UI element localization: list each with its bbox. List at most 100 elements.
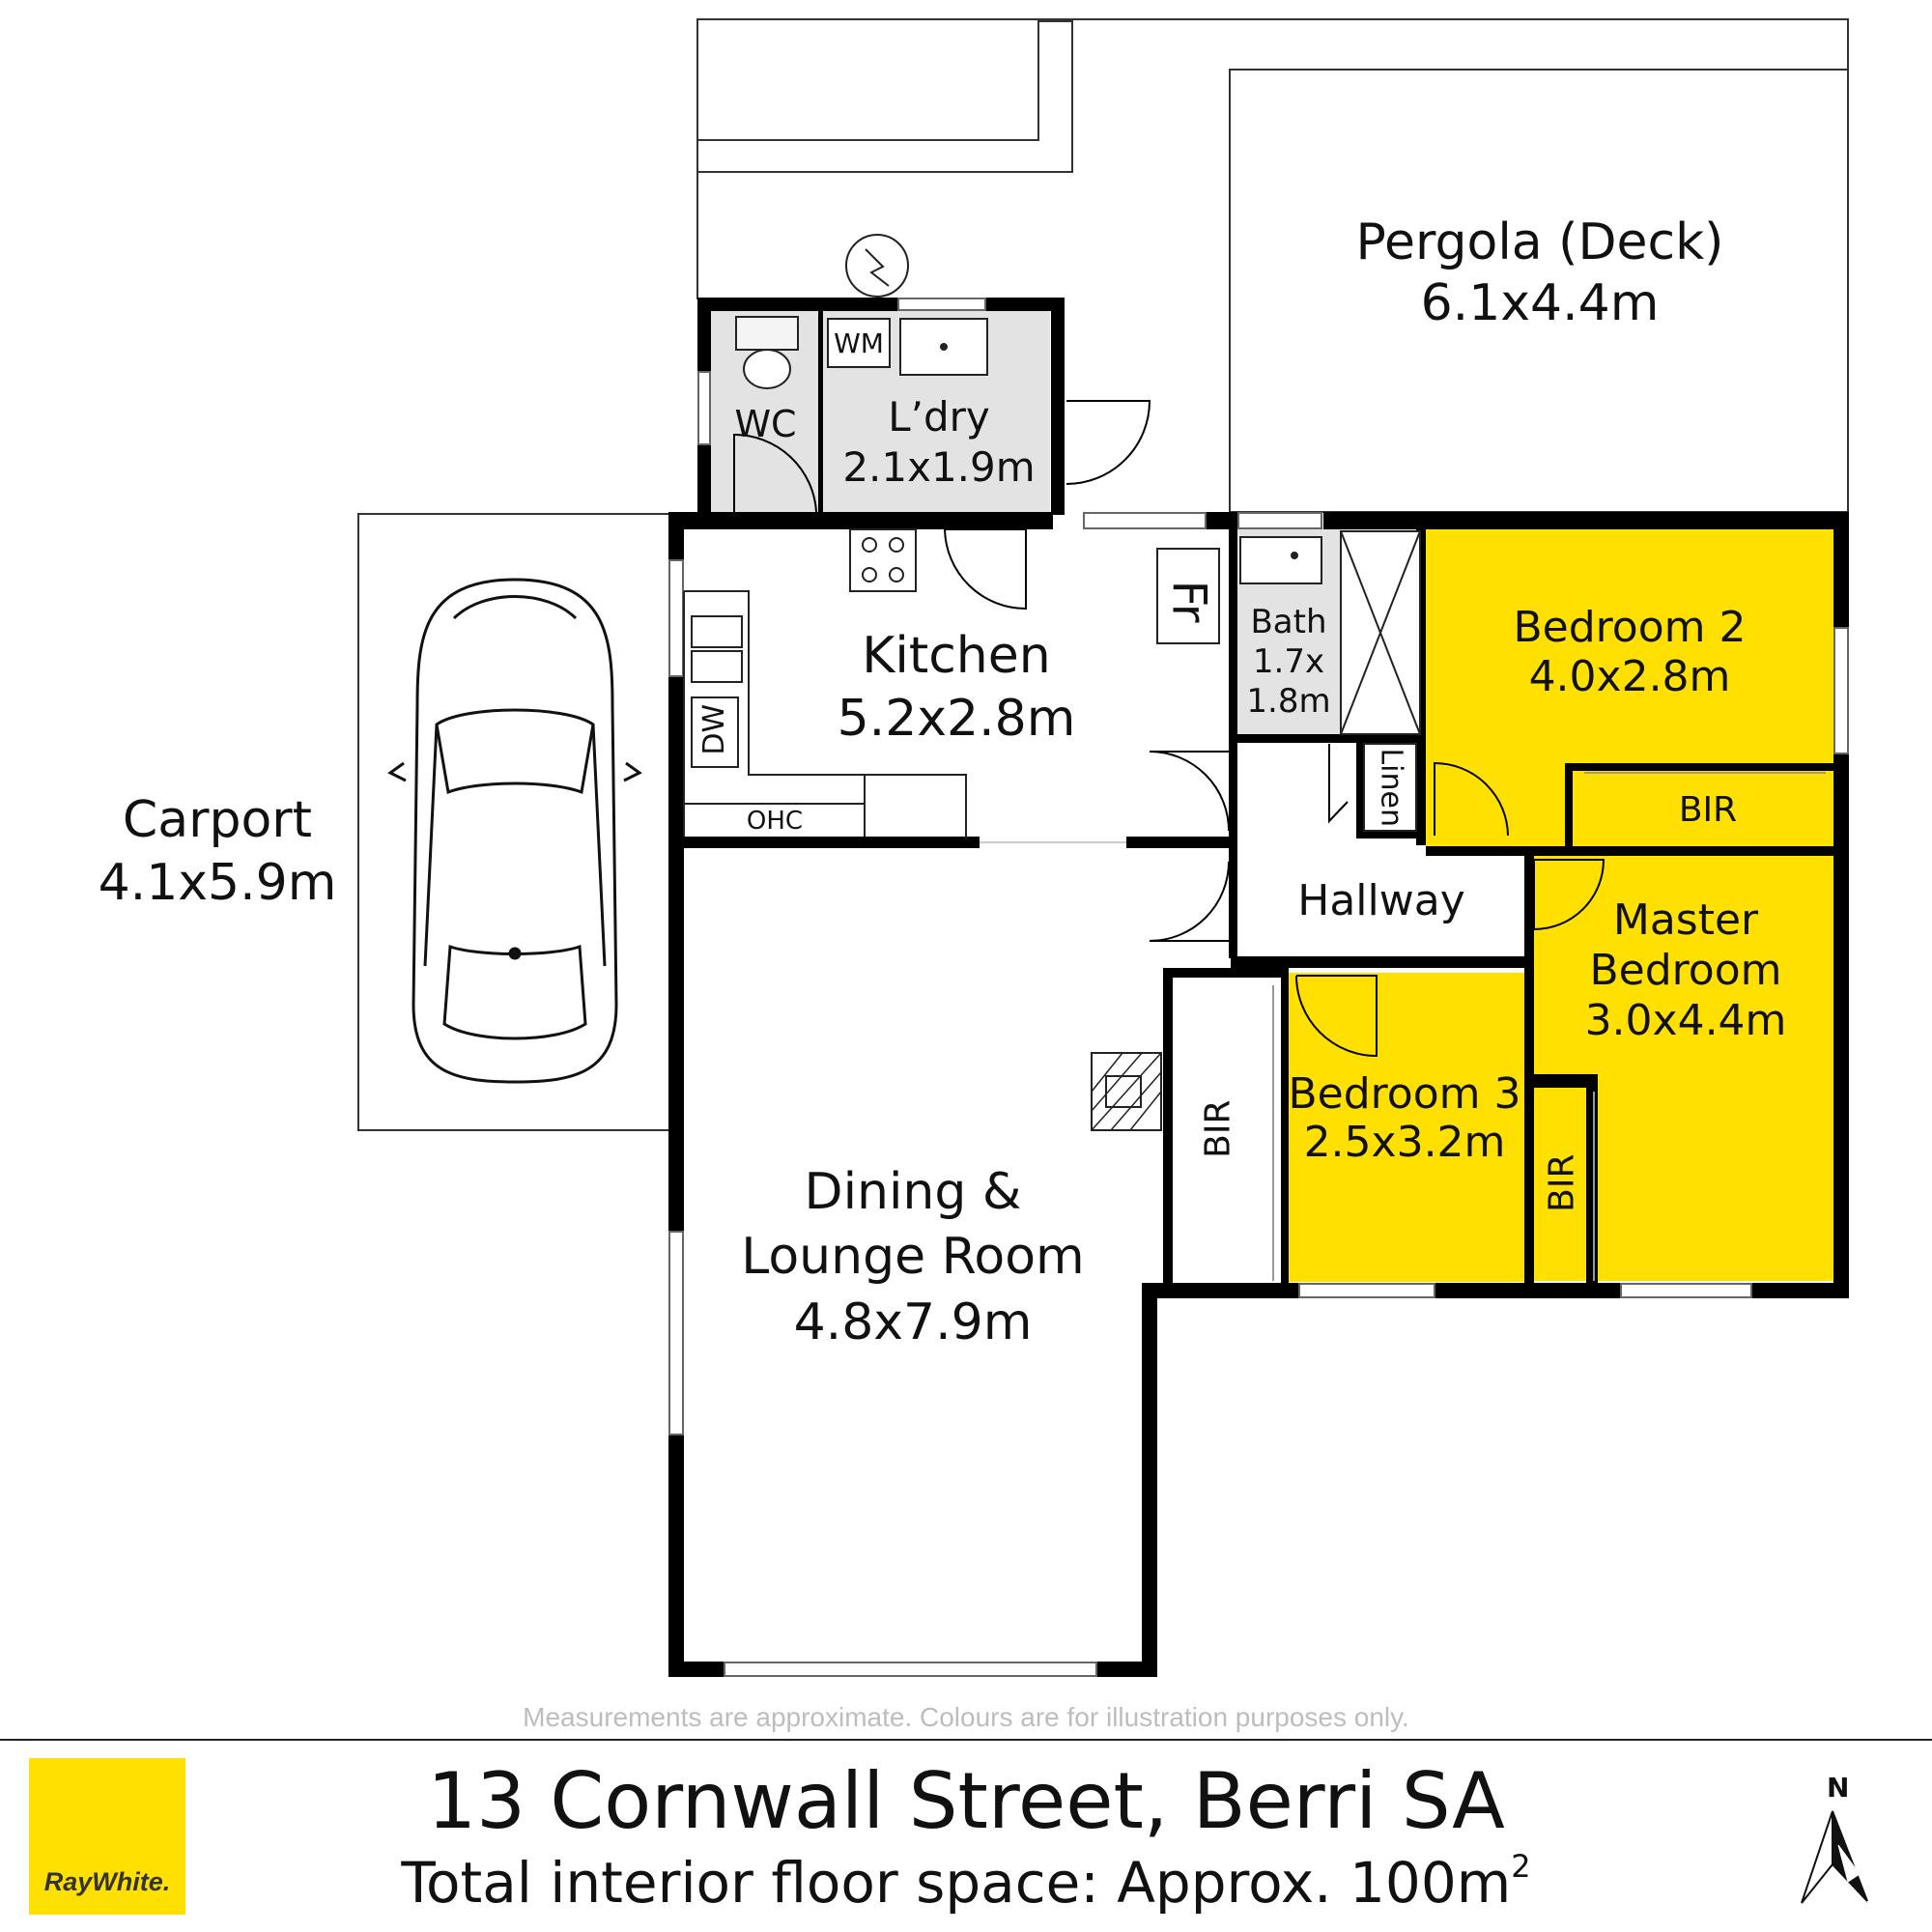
- toilet-icon: [735, 316, 799, 389]
- fridge-label: Fr: [1161, 580, 1216, 623]
- wall: [1231, 956, 1532, 968]
- raywhite-logo: RayWhite.: [29, 1758, 185, 1915]
- floor-space-unit-sup: 2: [1511, 1848, 1531, 1885]
- wall: [1565, 763, 1845, 771]
- wall: [668, 512, 684, 1677]
- bedroom2-size: 4.0x2.8m: [1528, 652, 1731, 701]
- kitchen-size: 5.2x2.8m: [837, 690, 1076, 748]
- door-swing: [1533, 859, 1605, 931]
- wall: [1356, 743, 1364, 835]
- wall: [668, 512, 1053, 529]
- bir-bedroom3: BIR: [1198, 1099, 1238, 1158]
- wall: [1524, 856, 1534, 1291]
- window: [697, 371, 711, 445]
- bir-bedroom2: BIR: [1678, 790, 1738, 830]
- floor-space-text: Total interior floor space: Approx. 100m: [401, 1850, 1512, 1916]
- linen-cupboard: [1363, 743, 1417, 832]
- door-swing: [1295, 975, 1378, 1058]
- door-swing: [1149, 751, 1230, 832]
- wall: [1142, 1283, 1157, 1677]
- fridge-box: [1156, 548, 1220, 644]
- bir-master: BIR: [1542, 1153, 1582, 1212]
- kitchen-name: Kitchen: [862, 627, 1051, 685]
- doors: [733, 400, 1605, 1058]
- wall: [1356, 831, 1426, 838]
- window: [724, 1662, 1097, 1677]
- master-name-line2: Bedroom: [1589, 946, 1782, 995]
- hot-water-icon: [845, 234, 909, 298]
- dining-size: 4.8x7.9m: [793, 1293, 1033, 1351]
- address-title: 13 Cornwall Street, Berri SA: [427, 1756, 1505, 1846]
- door-swing: [1149, 861, 1230, 942]
- bedroom3-fill: [1285, 973, 1524, 1282]
- window: [1620, 1283, 1752, 1298]
- wall: [818, 311, 823, 516]
- door-swing: [944, 528, 1027, 611]
- master-fill: [1534, 856, 1833, 1281]
- door-swing: [733, 433, 817, 513]
- window: [668, 1231, 684, 1435]
- laundry-tub-icon: [899, 318, 988, 376]
- master-size: 3.0x4.4m: [1584, 996, 1787, 1045]
- footer-divider: [0, 1739, 1932, 1741]
- logo-text: RayWhite.: [43, 1867, 171, 1896]
- pergola-name: Pergola (Deck): [1355, 213, 1724, 271]
- stove-icon: [849, 528, 917, 592]
- bath-name: Bath: [1250, 603, 1327, 641]
- door-swing: [1328, 744, 1349, 824]
- wall: [1281, 968, 1289, 1293]
- bath-size-line1: 1.7x: [1252, 642, 1325, 681]
- dishwasher-label: DW: [696, 703, 731, 755]
- wall: [1534, 1074, 1598, 1088]
- bedroom3-size: 2.5x3.2m: [1303, 1118, 1506, 1167]
- wm-label: WM: [834, 327, 884, 359]
- bath-basin-icon: [1239, 536, 1322, 584]
- windows: [668, 298, 1849, 1677]
- dining-name-line2: Lounge Room: [741, 1228, 1085, 1286]
- wall: [1323, 512, 1849, 529]
- window: [668, 559, 684, 677]
- wall: [1236, 734, 1424, 743]
- wall: [1565, 763, 1573, 850]
- kitchen-bench: [684, 590, 967, 838]
- compass-north-label: N: [1827, 1772, 1849, 1804]
- fixtures: [683, 234, 1826, 1281]
- north-compass-icon: N: [1801, 1772, 1868, 1904]
- window: [1833, 627, 1849, 754]
- hallway-label: Hallway: [1297, 876, 1465, 925]
- fireplace-icon: [1091, 1052, 1162, 1131]
- ohc-label: OHC: [746, 807, 804, 836]
- wall: [1586, 1074, 1598, 1285]
- bedroom2-name: Bedroom 2: [1513, 603, 1747, 652]
- wall: [1426, 846, 1846, 856]
- wall: [1051, 298, 1065, 515]
- wall: [697, 298, 1065, 311]
- wall: [1163, 968, 1173, 1291]
- window: [897, 298, 986, 311]
- kitchen-sink-icon: [691, 615, 743, 683]
- floor-space: Total interior floor space: Approx. 100m…: [0, 1848, 1932, 1916]
- bath-size-line2: 1.8m: [1246, 682, 1331, 721]
- dining-name-line1: Dining &: [804, 1163, 1022, 1221]
- master-name-line1: Master: [1612, 895, 1759, 945]
- bedroom3-name: Bedroom 3: [1288, 1069, 1521, 1119]
- wall: [1206, 512, 1235, 529]
- laundry-name: L’dry: [888, 393, 990, 440]
- disclaimer: Measurements are approximate. Colours ar…: [523, 1702, 1409, 1732]
- pergola-size: 6.1x4.4m: [1420, 274, 1660, 332]
- carport-size: 4.1x5.9m: [98, 854, 337, 912]
- wall: [1229, 512, 1237, 958]
- window: [1083, 512, 1207, 529]
- wc-label: WC: [734, 403, 797, 445]
- door-swing: [1434, 761, 1509, 837]
- shower-icon: [1340, 530, 1421, 735]
- washing-machine-box: [827, 318, 891, 368]
- window: [1237, 512, 1322, 529]
- carport-name: Carport: [122, 791, 313, 849]
- wall: [668, 837, 980, 848]
- dishwasher-box: [691, 696, 739, 768]
- linen-label: Linen: [1374, 748, 1408, 828]
- wall: [1126, 837, 1235, 848]
- wall: [1163, 968, 1283, 978]
